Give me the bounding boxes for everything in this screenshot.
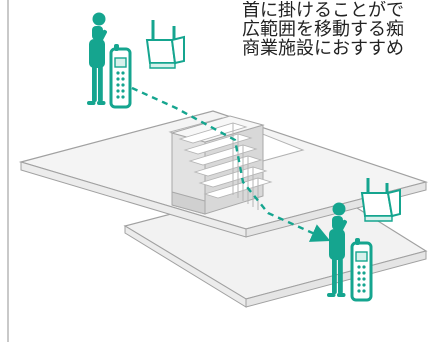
handheld-phone-top-icon: [109, 44, 132, 109]
handheld-phone-bottom-icon: [350, 238, 373, 302]
caption-text-block: 首に掛けることがで 広範囲を移動する痴 商業施設におすすめ: [242, 1, 435, 58]
caption-line-3: 商業施設におすすめ: [242, 38, 404, 58]
movement-route-line: [131, 86, 331, 242]
left-border-rule: [7, 0, 9, 342]
staircase: [170, 115, 273, 215]
person-with-phone-bottom-icon: [327, 202, 347, 297]
caption-line-2: 広範囲を移動する痴: [242, 19, 404, 40]
wireless-base-station-bottom-icon: [360, 178, 401, 222]
caption-line-1: 首に掛けることがで: [242, 1, 404, 21]
wireless-base-station-top-icon: [145, 20, 185, 69]
person-with-phone-top-icon: [87, 12, 107, 105]
